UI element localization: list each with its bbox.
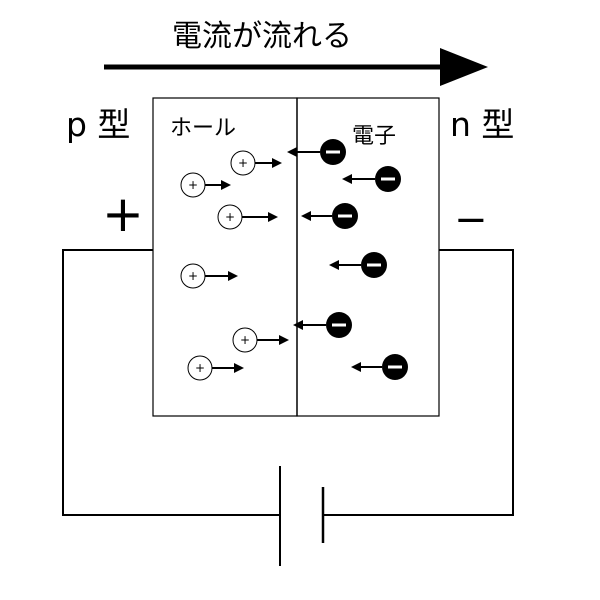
battery	[279, 466, 325, 566]
hole-1: +	[230, 150, 282, 176]
electron-5	[293, 312, 352, 338]
electron-6	[351, 354, 408, 380]
hole-label: ホール	[170, 116, 237, 141]
n-type-label: n 型	[450, 105, 515, 144]
svg-text:+: +	[195, 361, 205, 375]
right-wire	[323, 249, 514, 516]
svg-text:+: +	[188, 178, 198, 192]
negative-terminal-label: −	[454, 197, 488, 243]
electron-3	[301, 203, 358, 229]
svg-text:+: +	[188, 269, 198, 283]
svg-text:+: +	[240, 333, 250, 347]
svg-text:+: +	[225, 210, 235, 224]
positive-terminal-label: +	[102, 185, 144, 243]
current-direction-arrow	[104, 48, 488, 86]
left-wire	[62, 249, 280, 516]
svg-text:+: +	[238, 156, 248, 170]
current-flow-label: 電流が流れる	[172, 19, 352, 54]
p-type-label: p 型	[66, 105, 131, 144]
electron-1	[287, 139, 346, 165]
hole-4: +	[180, 263, 238, 289]
hole-3: +	[217, 204, 278, 230]
hole-6: +	[187, 355, 244, 381]
electron-4	[329, 252, 387, 278]
hole-5: +	[232, 327, 289, 353]
hole-2: +	[180, 172, 231, 198]
electron-label: 電子	[352, 124, 397, 149]
electron-2	[342, 166, 401, 192]
